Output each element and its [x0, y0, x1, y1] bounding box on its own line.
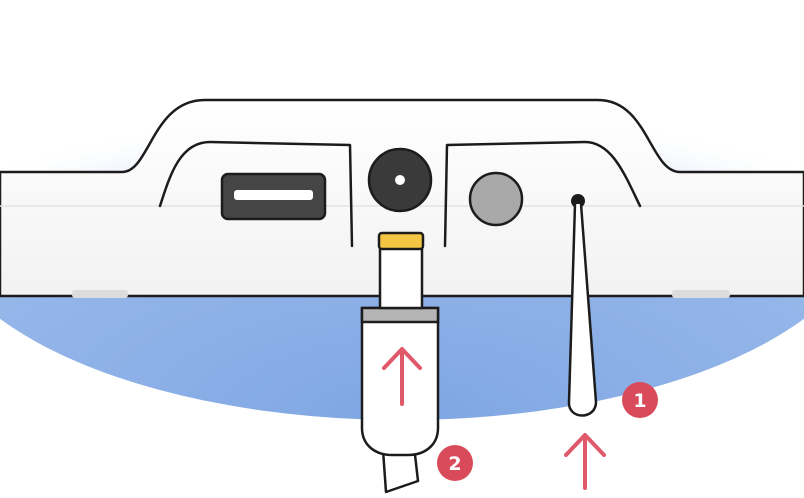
dc-power-jack-icon — [367, 147, 433, 213]
round-button-icon — [468, 171, 524, 227]
step-badge-1: 1 — [622, 382, 658, 418]
up-arrow-icon — [382, 347, 422, 406]
paperclip-pin-icon — [567, 203, 598, 417]
step-badge-1-number: 1 — [633, 390, 646, 412]
usb-port-icon — [220, 172, 327, 221]
left-recess-outline — [158, 140, 354, 248]
right-foot — [672, 290, 730, 298]
up-arrow-icon — [564, 433, 606, 490]
left-foot — [72, 290, 128, 298]
right-recess-outline — [443, 140, 642, 248]
step-badge-2: 2 — [437, 445, 473, 481]
step-badge-2-number: 2 — [448, 453, 461, 475]
